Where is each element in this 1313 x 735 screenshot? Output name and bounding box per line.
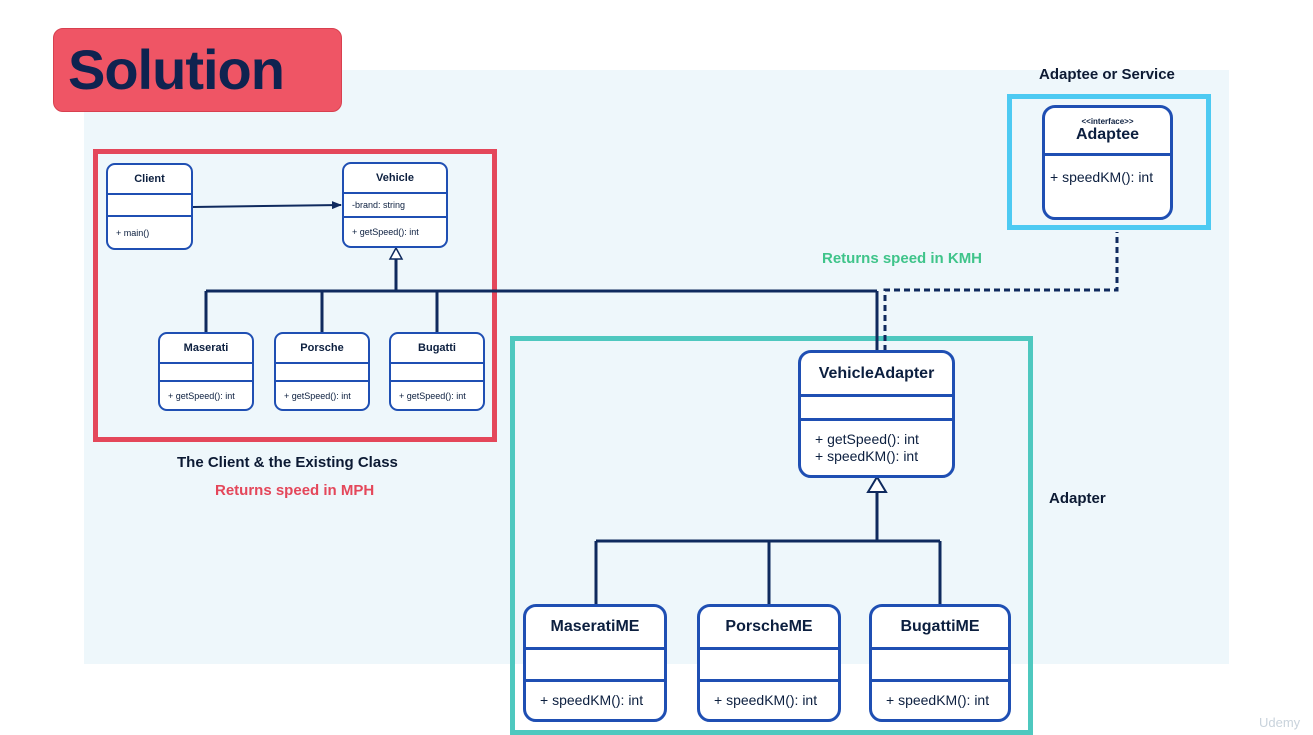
- vehicle-inheritance: [204, 259, 879, 351]
- class-porsche-me-name: PorscheME: [725, 618, 813, 635]
- title-badge: Solution: [53, 28, 342, 112]
- class-porsche-method: + getSpeed(): int: [284, 390, 351, 401]
- class-bugatti-attributes: [391, 362, 483, 380]
- adaptee-dependency: [883, 232, 1119, 351]
- class-adaptee-name: Adaptee: [1075, 126, 1140, 143]
- class-maserati-name: Maserati: [183, 342, 229, 354]
- class-bugatti-me-name: BugattiME: [900, 618, 980, 635]
- class-maserati-method: + getSpeed(): int: [168, 390, 235, 401]
- adapter-group-label: Adapter: [1049, 490, 1106, 507]
- class-bugatti: Bugatti + getSpeed(): int: [389, 332, 485, 411]
- adaptee-group-label: Adaptee or Service: [1039, 66, 1175, 83]
- class-client: Client + main(): [106, 163, 193, 250]
- class-client-name: Client: [134, 173, 165, 185]
- class-porsche-name: Porsche: [300, 342, 344, 354]
- class-client-method: + main(): [116, 227, 150, 238]
- adapter-inheritance: [594, 492, 942, 605]
- class-vehicle-method: + getSpeed(): int: [352, 227, 419, 237]
- class-bugatti-method: + getSpeed(): int: [399, 390, 466, 401]
- association-arrow: [192, 201, 342, 210]
- class-bugatti-me: BugattiME + speedKM(): int: [869, 604, 1011, 722]
- adaptee-group-box: [1007, 94, 1211, 230]
- class-maserati-me-name: MaseratiME: [550, 618, 640, 635]
- client-group-box: [93, 149, 497, 442]
- class-maserati-me-method: + speedKM(): int: [540, 692, 644, 708]
- class-adaptee-method: + speedKM(): int: [1050, 169, 1154, 185]
- class-client-attributes: [108, 193, 191, 215]
- class-porsche-me: PorscheME + speedKM(): int: [697, 604, 841, 722]
- class-adaptee: <<interface>> Adaptee + speedKM(): int: [1042, 105, 1173, 220]
- class-vehicle-name: Vehicle: [376, 172, 414, 184]
- class-vehicle-adapter-attributes: [801, 394, 952, 418]
- client-group-label: The Client & the Existing Class: [177, 454, 398, 471]
- adapter-group-box: [510, 336, 1033, 735]
- class-vehicle-adapter: VehicleAdapter + getSpeed(): int + speed…: [798, 350, 955, 478]
- kmh-label: Returns speed in KMH: [822, 250, 983, 267]
- class-porsche-me-method: + speedKM(): int: [714, 692, 818, 708]
- class-vehicle-adapter-method-1: + getSpeed(): int: [815, 431, 919, 447]
- watermark-logo: Udemy: [1259, 715, 1301, 730]
- class-maserati-me-attributes: [526, 647, 664, 679]
- class-adaptee-stereotype: <<interface>>: [1081, 117, 1134, 126]
- class-vehicle: Vehicle -brand: string + getSpeed(): int: [342, 162, 448, 248]
- class-vehicle-attribute: -brand: string: [352, 200, 406, 210]
- vehicle-inheritance-triangle: [388, 246, 404, 260]
- page-title: Solution: [68, 38, 285, 101]
- class-porsche: Porsche + getSpeed(): int: [274, 332, 370, 411]
- class-maserati-me: MaseratiME + speedKM(): int: [523, 604, 667, 722]
- class-bugatti-name: Bugatti: [418, 342, 456, 354]
- mph-label: Returns speed in MPH: [215, 482, 375, 499]
- class-bugatti-me-attributes: [872, 647, 1008, 679]
- class-porsche-me-attributes: [700, 647, 838, 679]
- class-porsche-attributes: [276, 362, 368, 380]
- adapter-inheritance-triangle: [866, 475, 888, 493]
- class-maserati-attributes: [160, 362, 252, 380]
- class-vehicle-adapter-method-2: + speedKM(): int: [815, 448, 919, 464]
- class-vehicle-adapter-name: VehicleAdapter: [818, 364, 935, 382]
- class-bugatti-me-method: + speedKM(): int: [886, 692, 990, 708]
- class-maserati: Maserati + getSpeed(): int: [158, 332, 254, 411]
